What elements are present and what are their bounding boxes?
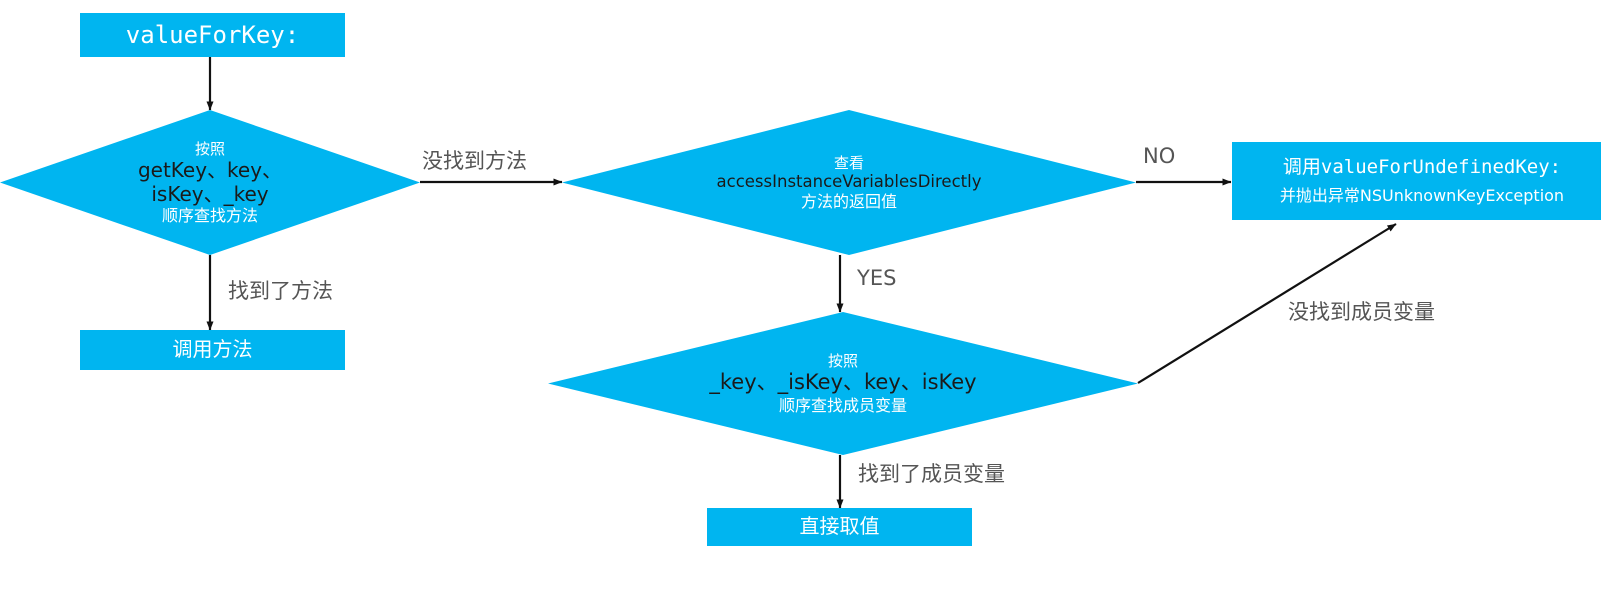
node-check-access-text: 查看 accessInstanceVariablesDirectly 方法的返回… — [562, 110, 1136, 255]
node-undefined-key-line1-en: valueForUndefinedKey: — [1320, 156, 1562, 179]
node-check-access-line2: accessInstanceVariablesDirectly — [716, 172, 982, 191]
node-check-access-line1: 查看 — [833, 154, 864, 172]
edge-label-no-ivar-found: 没找到成员变量 — [1288, 300, 1435, 324]
node-find-ivar-text: 按照 _key、_isKey、key、isKey 顺序查找成员变量 — [548, 312, 1138, 455]
node-find-ivar-line2: _key、_isKey、key、isKey — [709, 370, 977, 395]
node-check-access[interactable]: 查看 accessInstanceVariablesDirectly 方法的返回… — [562, 110, 1136, 255]
edge-label-ivar-found: 找到了成员变量 — [858, 462, 1005, 486]
node-start-label: valueForKey: — [125, 20, 300, 49]
node-direct-value-label: 直接取值 — [799, 514, 880, 539]
node-undefined-key-line1: 调用valueForUndefinedKey: — [1283, 156, 1561, 178]
node-find-method-line3: isKey、_key — [151, 181, 269, 206]
edge-label-no: NO — [1143, 144, 1176, 168]
node-direct-value[interactable]: 直接取值 — [707, 508, 972, 546]
edge-label-no-method-found: 没找到方法 — [422, 149, 527, 173]
node-find-method[interactable]: 按照 getKey、key、 isKey、_key 顺序查找方法 — [0, 110, 420, 255]
node-find-ivar-line3: 顺序查找成员变量 — [778, 395, 907, 415]
node-find-ivar-line1: 按照 — [827, 352, 858, 371]
node-undefined-key-line2: 并抛出异常NSUnknownKeyException — [1279, 185, 1565, 206]
node-find-method-line2: getKey、key、 — [137, 157, 283, 182]
edge-label-yes: YES — [857, 266, 897, 290]
node-undefined-key-line2-cn: 并抛出异常 — [1279, 185, 1360, 205]
node-find-method-line4: 顺序查找方法 — [161, 205, 258, 225]
node-call-method[interactable]: 调用方法 — [80, 330, 345, 370]
node-undefined-key[interactable]: 调用valueForUndefinedKey: 并抛出异常NSUnknownKe… — [1232, 142, 1601, 220]
node-find-method-line1: 按照 — [194, 139, 225, 158]
node-undefined-key-line1-cn: 调用 — [1282, 156, 1321, 179]
node-undefined-key-line2-en: NSUnknownKeyException — [1359, 185, 1565, 205]
node-find-method-text: 按照 getKey、key、 isKey、_key 顺序查找方法 — [0, 110, 420, 255]
node-check-access-line3: 方法的返回值 — [800, 191, 897, 211]
node-find-ivar[interactable]: 按照 _key、_isKey、key、isKey 顺序查找成员变量 — [548, 312, 1138, 455]
edge-label-method-found: 找到了方法 — [228, 279, 333, 303]
node-start[interactable]: valueForKey: — [80, 13, 345, 57]
node-call-method-label: 调用方法 — [172, 337, 253, 362]
